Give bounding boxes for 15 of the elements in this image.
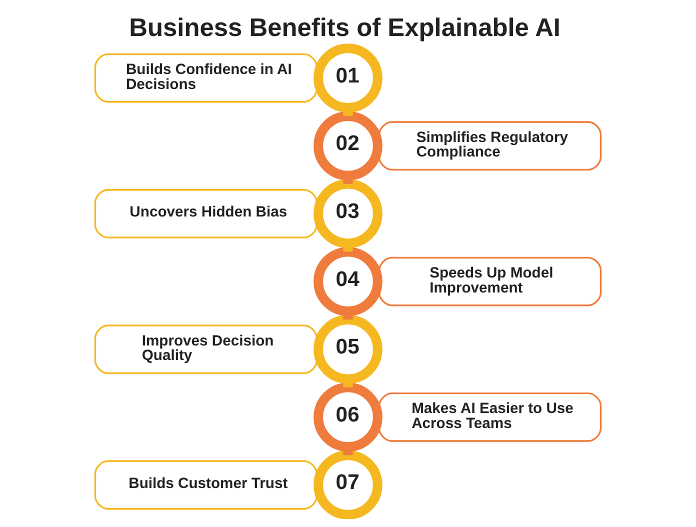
node-circle: 02 <box>314 111 382 180</box>
node-circle: 05 <box>314 314 382 384</box>
node-box: Simplifies Regulatory Compliance <box>378 121 602 171</box>
node-circle: 03 <box>314 179 382 248</box>
node-box: Builds Confidence in AI Decisions <box>94 53 318 103</box>
node-box: Uncovers Hidden Bias <box>94 189 318 238</box>
node-box: Builds Customer Trust <box>94 460 318 510</box>
node-box: Improves Decision Quality <box>94 324 318 374</box>
node-circle: 01 <box>314 44 382 112</box>
node-box: Speeds Up Model Improvement <box>378 256 602 306</box>
node-circle: 07 <box>314 450 382 519</box>
node-circle: 04 <box>314 247 382 316</box>
node-box: Makes AI Easier to Use Across Teams <box>378 392 602 442</box>
diagram-title: Business Benefits of Explainable AI <box>129 14 560 42</box>
node-circle: 06 <box>314 382 382 452</box>
